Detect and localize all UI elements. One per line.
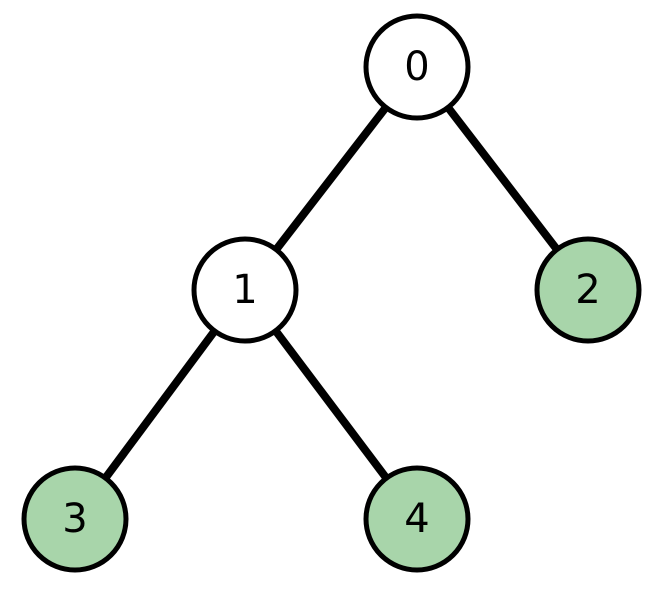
nodes-layer: 0 1 2 3 4	[21, 13, 642, 573]
node-label-3: 3	[62, 496, 87, 542]
node-circle-1	[191, 236, 299, 344]
edges-layer	[71, 64, 592, 522]
node-label-1: 1	[232, 267, 257, 313]
tree-node-3: 3	[21, 465, 129, 573]
tree-node-0: 0	[363, 13, 471, 121]
node-circle-0	[363, 13, 471, 121]
node-circle-2	[534, 236, 642, 344]
node-label-2: 2	[575, 267, 600, 313]
tree-node-1: 1	[191, 236, 299, 344]
tree-node-4: 4	[363, 465, 471, 573]
node-label-4: 4	[404, 496, 429, 542]
node-circle-3	[21, 465, 129, 573]
tree-node-2: 2	[534, 236, 642, 344]
node-label-0: 0	[404, 44, 429, 90]
node-circle-4	[363, 465, 471, 573]
